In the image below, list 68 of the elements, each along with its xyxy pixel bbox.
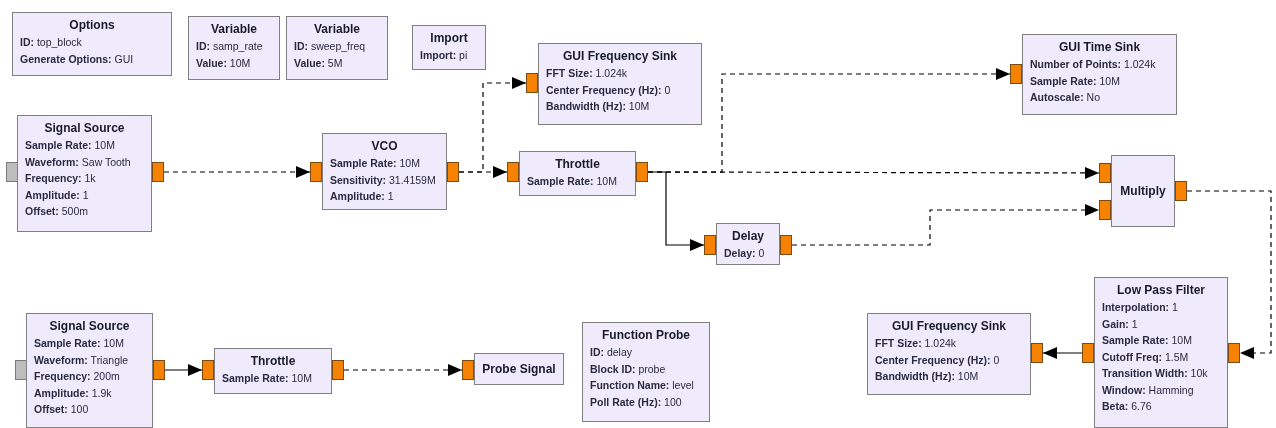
block-parameter: Cutoff Freq: 1.5M	[1102, 349, 1190, 365]
block-parameter: Transition Width: 10k	[1102, 366, 1209, 381]
connector-arrow	[1042, 347, 1083, 359]
block-parameter: ID: samp_rate	[196, 39, 264, 54]
block-title: Variable	[313, 21, 361, 38]
block-title: Signal Source	[43, 120, 126, 137]
block-parameter: Value: 5M	[294, 55, 344, 71]
connector-arrow	[343, 364, 463, 376]
block-title: Variable	[210, 21, 258, 38]
block-parameter: FFT Size: 1.024k	[875, 336, 958, 351]
block-parameter: FFT Size: 1.024k	[546, 66, 629, 81]
block-title: VCO	[370, 138, 399, 155]
block-title: Import	[429, 30, 469, 47]
connector-arrow	[163, 166, 311, 178]
block-parameter: Offset: 500m	[25, 204, 90, 219]
block-parameter: Sample Rate: 10M	[1102, 333, 1193, 348]
block-parameter: Amplitude: 1	[330, 189, 395, 204]
block-title: Throttle	[249, 353, 297, 370]
block-parameter: Amplitude: 1	[25, 187, 90, 203]
block-parameter: Function Name: level	[590, 378, 695, 393]
block-title: Function Probe	[601, 327, 691, 344]
block-title: Options	[68, 17, 116, 34]
block-title: Throttle	[554, 156, 601, 173]
block-parameter: Number of Points: 1.024k	[1030, 57, 1157, 72]
block-parameter: Block ID: probe	[590, 361, 667, 377]
block-parameter: ID: top_block	[20, 35, 83, 50]
block-parameter: Delay: 0	[724, 246, 766, 261]
block-title: Low Pass Filter	[1116, 282, 1206, 299]
block-title: Probe Signal	[482, 361, 556, 378]
block-parameter: Bandwidth (Hz): 10M	[875, 369, 980, 384]
block-parameter: Gain: 1	[1102, 316, 1139, 332]
block-parameter: Poll Rate (Hz): 100	[590, 394, 683, 410]
block-parameter: Center Frequency (Hz): 0	[546, 82, 672, 98]
block-parameter: Sample Rate: 10M	[527, 174, 618, 189]
block-parameter: ID: sweep_freq	[294, 39, 367, 54]
block-parameter: Generate Options: GUI	[20, 51, 135, 67]
block-parameter: Sample Rate: 10M	[25, 138, 116, 153]
block-title: GUI Frequency Sink	[891, 318, 1007, 335]
block-parameter: Waveform: Saw Tooth	[25, 154, 132, 170]
block-parameter: Amplitude: 1.9k	[34, 385, 113, 401]
block-title: Multiply	[1119, 183, 1167, 200]
block-parameter: Center Frequency (Hz): 0	[875, 352, 1001, 368]
connector-arrow	[791, 204, 1100, 246]
block-parameter: Sample Rate: 10M	[330, 156, 421, 171]
block-parameter: Autoscale: No	[1030, 90, 1102, 105]
block-parameter: Offset: 100	[34, 402, 90, 417]
block-title: Delay	[731, 228, 765, 245]
block-parameter: Frequency: 1k	[25, 171, 97, 186]
block-parameter: Interpolation: 1	[1102, 300, 1179, 315]
connector-arrow	[458, 166, 508, 178]
block-title: GUI Frequency Sink	[562, 48, 678, 65]
block-parameter: Beta: 6.76	[1102, 399, 1153, 414]
block-parameter: Frequency: 200m	[34, 369, 121, 384]
block-parameter: Value: 10M	[196, 55, 252, 71]
block-parameter: Window: Hamming	[1102, 382, 1195, 398]
block-title: GUI Time Sink	[1057, 39, 1142, 56]
connector-arrow	[647, 171, 705, 251]
block-parameter: Sample Rate: 10M	[222, 371, 313, 386]
block-title: Signal Source	[48, 318, 131, 335]
block-parameter: Waveform: Triangle	[34, 352, 130, 368]
connector-arrow	[164, 364, 203, 376]
block-parameter: Import: pi	[420, 48, 469, 63]
block-parameter: Sample Rate: 10M	[34, 336, 125, 351]
block-parameter: Sensitivity: 31.4159M	[330, 172, 437, 188]
block-parameter: ID: delay	[590, 345, 634, 360]
block-parameter: Sample Rate: 10M	[1030, 73, 1121, 89]
connector-arrow	[1186, 190, 1272, 359]
block-parameter: Bandwidth (Hz): 10M	[546, 99, 651, 114]
